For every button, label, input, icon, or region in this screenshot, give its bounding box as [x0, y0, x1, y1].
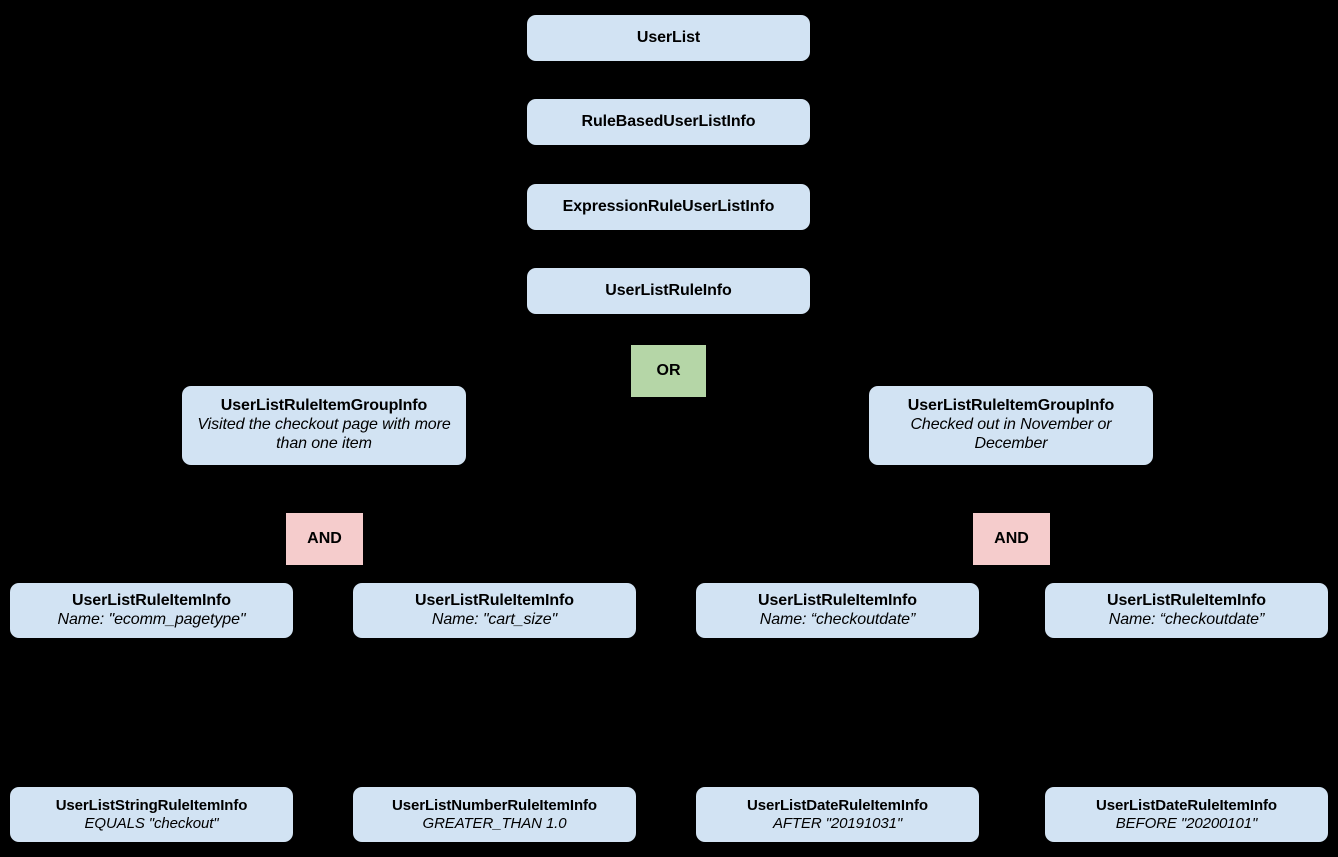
node-rule-item-1-subtitle: Name: "ecomm_pagetype" — [57, 610, 246, 628]
node-rule-item-4-subtitle: Name: “checkoutdate” — [1108, 610, 1265, 628]
node-expression-rule-user-list-info-title: ExpressionRuleUserListInfo — [562, 197, 775, 215]
node-leaf-4-title: UserListDateRuleItemInfo — [1096, 796, 1277, 814]
node-leaf-1-title: UserListStringRuleItemInfo — [55, 796, 248, 814]
node-rule-item-2-subtitle: Name: "cart_size" — [431, 610, 558, 628]
node-group-right-title: UserListRuleItemGroupInfo — [907, 397, 1115, 415]
node-leaf-2[interactable]: UserListNumberRuleItemInfo GREATER_THAN … — [353, 787, 636, 842]
node-rule-item-4-title: UserListRuleItemInfo — [1107, 591, 1266, 609]
node-leaf-1[interactable]: UserListStringRuleItemInfo EQUALS "check… — [10, 787, 293, 842]
node-leaf-2-subtitle: GREATER_THAN 1.0 — [422, 814, 567, 832]
node-leaf-3-title: UserListDateRuleItemInfo — [747, 796, 928, 814]
node-rule-item-3-title: UserListRuleItemInfo — [758, 591, 917, 609]
node-rule-item-3-subtitle: Name: “checkoutdate” — [759, 610, 916, 628]
node-group-left-subtitle: Visited the checkout page with more than… — [197, 416, 451, 452]
node-leaf-4-subtitle: BEFORE "20200101" — [1115, 814, 1258, 832]
node-rule-based-user-list-info[interactable]: RuleBasedUserListInfo — [527, 99, 810, 145]
node-rule-item-3[interactable]: UserListRuleItemInfo Name: “checkoutdate… — [696, 583, 979, 638]
node-group-left-title: UserListRuleItemGroupInfo — [220, 397, 428, 415]
node-and-right-label: AND — [994, 529, 1029, 547]
node-or-operator-label: OR — [656, 361, 681, 379]
node-leaf-4[interactable]: UserListDateRuleItemInfo BEFORE "2020010… — [1045, 787, 1328, 842]
node-user-list-title: UserList — [636, 28, 701, 46]
node-and-left[interactable]: AND — [286, 513, 363, 565]
node-leaf-3[interactable]: UserListDateRuleItemInfo AFTER "20191031… — [696, 787, 979, 842]
node-and-left-label: AND — [307, 529, 342, 547]
node-leaf-1-subtitle: EQUALS "checkout" — [84, 814, 219, 832]
node-user-list[interactable]: UserList — [527, 15, 810, 61]
node-user-list-rule-info[interactable]: UserListRuleInfo — [527, 268, 810, 314]
node-rule-based-user-list-info-title: RuleBasedUserListInfo — [581, 112, 756, 130]
node-expression-rule-user-list-info[interactable]: ExpressionRuleUserListInfo — [527, 184, 810, 230]
node-user-list-rule-info-title: UserListRuleInfo — [605, 281, 732, 299]
node-rule-item-2[interactable]: UserListRuleItemInfo Name: "cart_size" — [353, 583, 636, 638]
node-group-left[interactable]: UserListRuleItemGroupInfo Visited the ch… — [182, 386, 466, 465]
node-group-right-subtitle: Checked out in November or December — [910, 416, 1112, 452]
node-rule-item-1-title: UserListRuleItemInfo — [72, 591, 231, 609]
node-and-right[interactable]: AND — [973, 513, 1050, 565]
node-rule-item-4[interactable]: UserListRuleItemInfo Name: “checkoutdate… — [1045, 583, 1328, 638]
node-group-right[interactable]: UserListRuleItemGroupInfo Checked out in… — [869, 386, 1153, 465]
node-leaf-3-subtitle: AFTER "20191031" — [772, 814, 903, 832]
node-leaf-2-title: UserListNumberRuleItemInfo — [392, 796, 597, 814]
node-or-operator[interactable]: OR — [631, 345, 706, 397]
node-rule-item-2-title: UserListRuleItemInfo — [415, 591, 574, 609]
node-rule-item-1[interactable]: UserListRuleItemInfo Name: "ecomm_pagety… — [10, 583, 293, 638]
